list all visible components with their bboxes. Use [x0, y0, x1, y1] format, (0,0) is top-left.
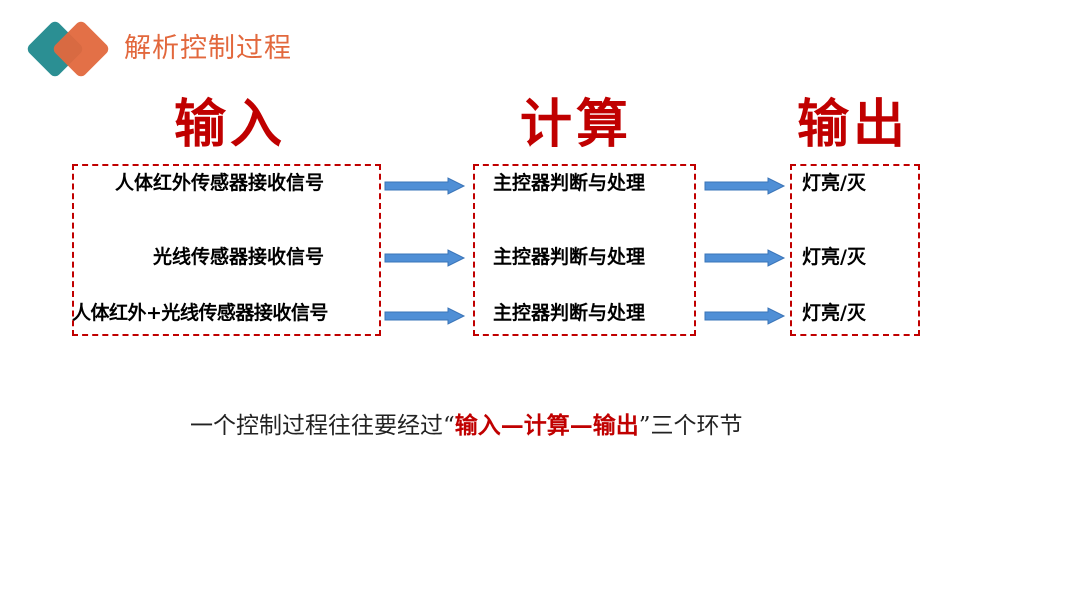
logo-icon	[27, 21, 109, 77]
summary-prefix: 一个控制过程往往要经过“	[190, 413, 455, 439]
arrow-right-icon	[704, 249, 786, 267]
summary-suffix: ”三个环节	[638, 413, 743, 439]
slide-title: 解析控制过程	[124, 33, 292, 64]
output-box	[790, 164, 920, 336]
compute-row-2: 主控器判断与处理	[493, 246, 646, 268]
output-row-2: 灯亮/灭	[802, 246, 866, 268]
summary-highlight: 输入—计算—输出	[454, 412, 639, 439]
arrow-right-icon	[384, 249, 466, 267]
compute-box	[473, 164, 696, 336]
input-row-1: 人体红外传感器接收信号	[115, 172, 325, 194]
output-row-1: 灯亮/灭	[802, 172, 866, 194]
heading-input: 输入	[174, 94, 287, 155]
arrow-right-icon	[704, 177, 786, 195]
compute-row-1: 主控器判断与处理	[493, 172, 646, 194]
arrow-right-icon	[384, 307, 466, 325]
output-row-3: 灯亮/灭	[802, 302, 866, 324]
heading-output: 输出	[797, 94, 910, 155]
arrow-right-icon	[384, 177, 466, 195]
input-row-3: 人体红外+光线传感器接收信号	[72, 302, 328, 324]
input-row-2: 光线传感器接收信号	[153, 246, 325, 268]
compute-row-3: 主控器判断与处理	[493, 302, 646, 324]
arrow-right-icon	[704, 307, 786, 325]
summary-sentence: 一个控制过程往往要经过“输入—计算—输出”三个环节	[190, 406, 743, 440]
heading-compute: 计算	[520, 94, 633, 155]
input-box	[72, 164, 381, 336]
